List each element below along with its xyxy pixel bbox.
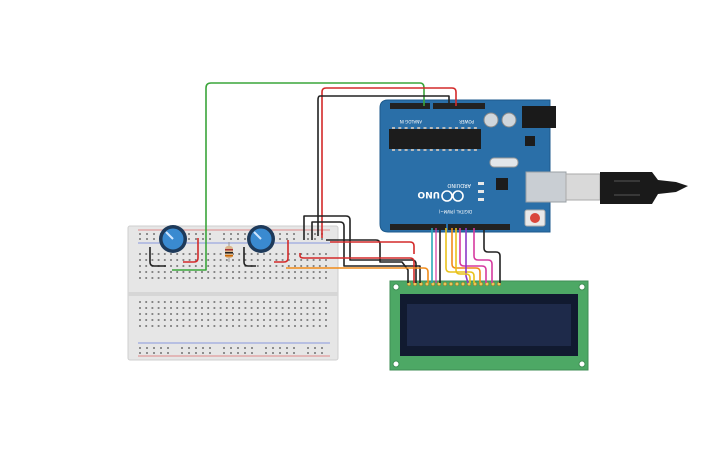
breadboard[interactable] <box>127 225 339 361</box>
reset-button[interactable] <box>530 213 540 223</box>
wire-black-lcd-2 <box>311 221 421 283</box>
wire-pink-d <box>459 228 487 283</box>
infinity-logo-icon <box>441 190 464 202</box>
wire-yellow <box>445 228 475 283</box>
lcd-module[interactable] <box>389 280 589 371</box>
wire-black-k <box>483 228 501 283</box>
lcd-screen <box>407 304 571 346</box>
wires[interactable] <box>149 82 501 284</box>
power-header-label: POWER <box>459 119 474 124</box>
usb-port <box>525 171 567 203</box>
analog-header-label: ANALOG IN <box>400 119 422 124</box>
wire-red-lcd <box>299 253 415 283</box>
wire-pot1-vcc <box>183 238 199 263</box>
potentiometer-2[interactable] <box>247 225 275 253</box>
power-jack <box>522 106 556 128</box>
model-label: UNO <box>417 189 440 199</box>
wire-pot2-vcc <box>274 240 289 263</box>
microcontroller-chip <box>389 129 481 149</box>
wire-purple <box>465 228 469 284</box>
arduino-uno-board[interactable]: UNO ARDUINO POWER ANALOG IN DIGITAL (PWM… <box>379 99 567 233</box>
potentiometer-1[interactable] <box>159 225 187 253</box>
wire-red-5v <box>321 87 457 238</box>
wire-pot1-gnd <box>149 247 166 267</box>
resistor[interactable] <box>225 242 233 262</box>
brand-label: ARDUINO <box>447 182 471 188</box>
wire-black-gnd <box>317 95 450 236</box>
wire-orange-v0 <box>286 267 429 283</box>
wire-yellow-2 <box>455 228 471 283</box>
wire-red-lcd-2 <box>330 241 415 254</box>
wire-pot2-gnd <box>243 247 256 267</box>
wire-pink-2 <box>473 228 493 283</box>
digital-header-label: DIGITAL (PWM~) <box>438 209 472 214</box>
lcd-pin-header[interactable] <box>406 281 502 287</box>
usb-cable[interactable] <box>565 172 688 204</box>
wire-green <box>172 82 425 271</box>
